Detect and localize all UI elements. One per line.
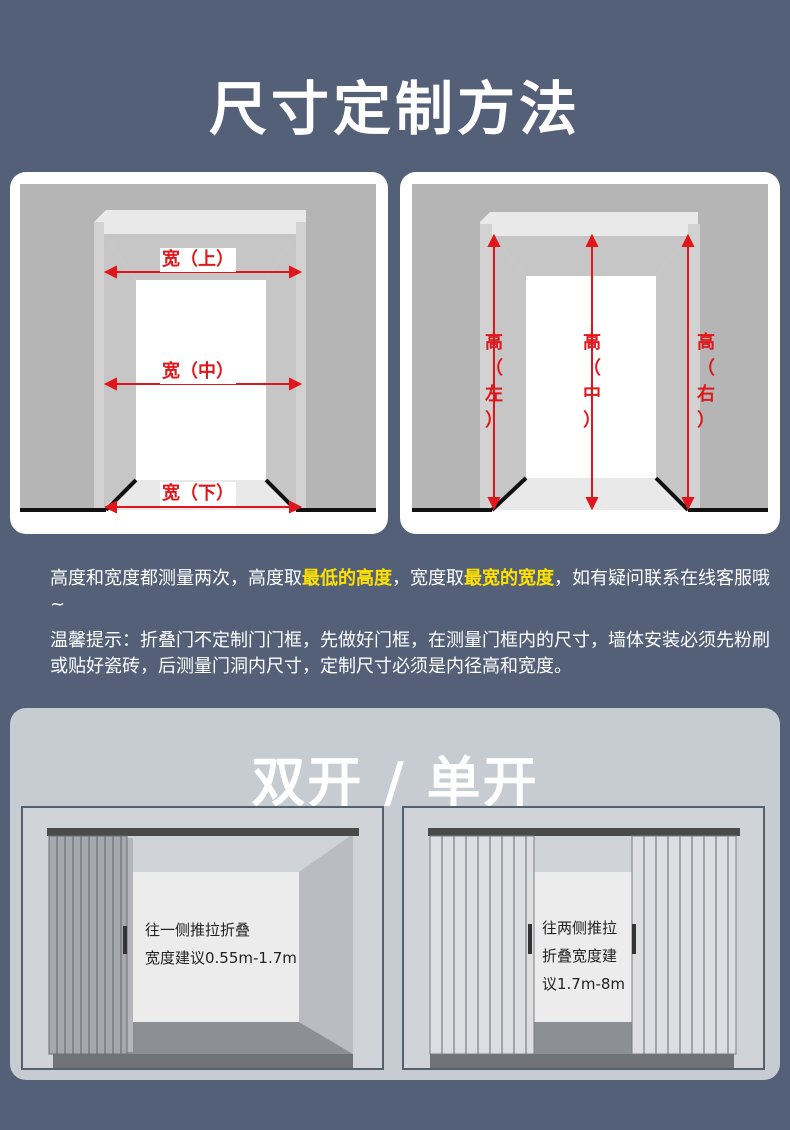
width-measure-card: 宽（上） 宽（中） 宽（下） (10, 172, 388, 534)
height-right-label: 高 （ 右 ） (697, 332, 715, 431)
warm-tip: 温馨提示：折叠门不定制门门框，先做好门框，在测量门框内的尺寸，墙体安装必须先粉刷… (50, 630, 770, 677)
double-open-illustration: 往两侧推拉 折叠宽度建 议1.7m-8m (402, 806, 765, 1070)
width-top-label: 宽（上） (160, 248, 236, 272)
height-left-label: 高 （ 左 ） (485, 332, 503, 431)
single-open-text: 往一侧推拉折叠 宽度建议0.55m-1.7m (145, 921, 297, 967)
page-title: 尺寸定制方法 (208, 75, 581, 143)
open-types-panel: 双开 / 单开 (10, 708, 780, 1080)
single-open-illustration: 往一侧推拉折叠 宽度建议0.55m-1.7m (21, 806, 384, 1070)
width-bottom-label: 宽（下） (160, 482, 236, 506)
measurement-notes: 高度和宽度都测量两次，高度取最低的高度，宽度取最宽的宽度，如有疑问联系在线客服哦… (50, 566, 770, 690)
double-open-text: 往两侧推拉 折叠宽度建 议1.7m-8m (542, 919, 626, 993)
width-middle-label: 宽（中） (160, 360, 236, 384)
open-types-title: 双开 / 单开 (251, 751, 539, 814)
height-door-illustration (412, 184, 768, 512)
height-center-label: 高 （ 中 ） (583, 332, 601, 431)
width-door-illustration (20, 184, 376, 514)
height-measure-card: 高 （ 左 ） 高 （ 中 ） 高 （ 右 ） (400, 172, 780, 534)
measure-instruction: 高度和宽度都测量两次，高度取最低的高度，宽度取最宽的宽度，如有疑问联系在线客服哦… (50, 568, 770, 615)
